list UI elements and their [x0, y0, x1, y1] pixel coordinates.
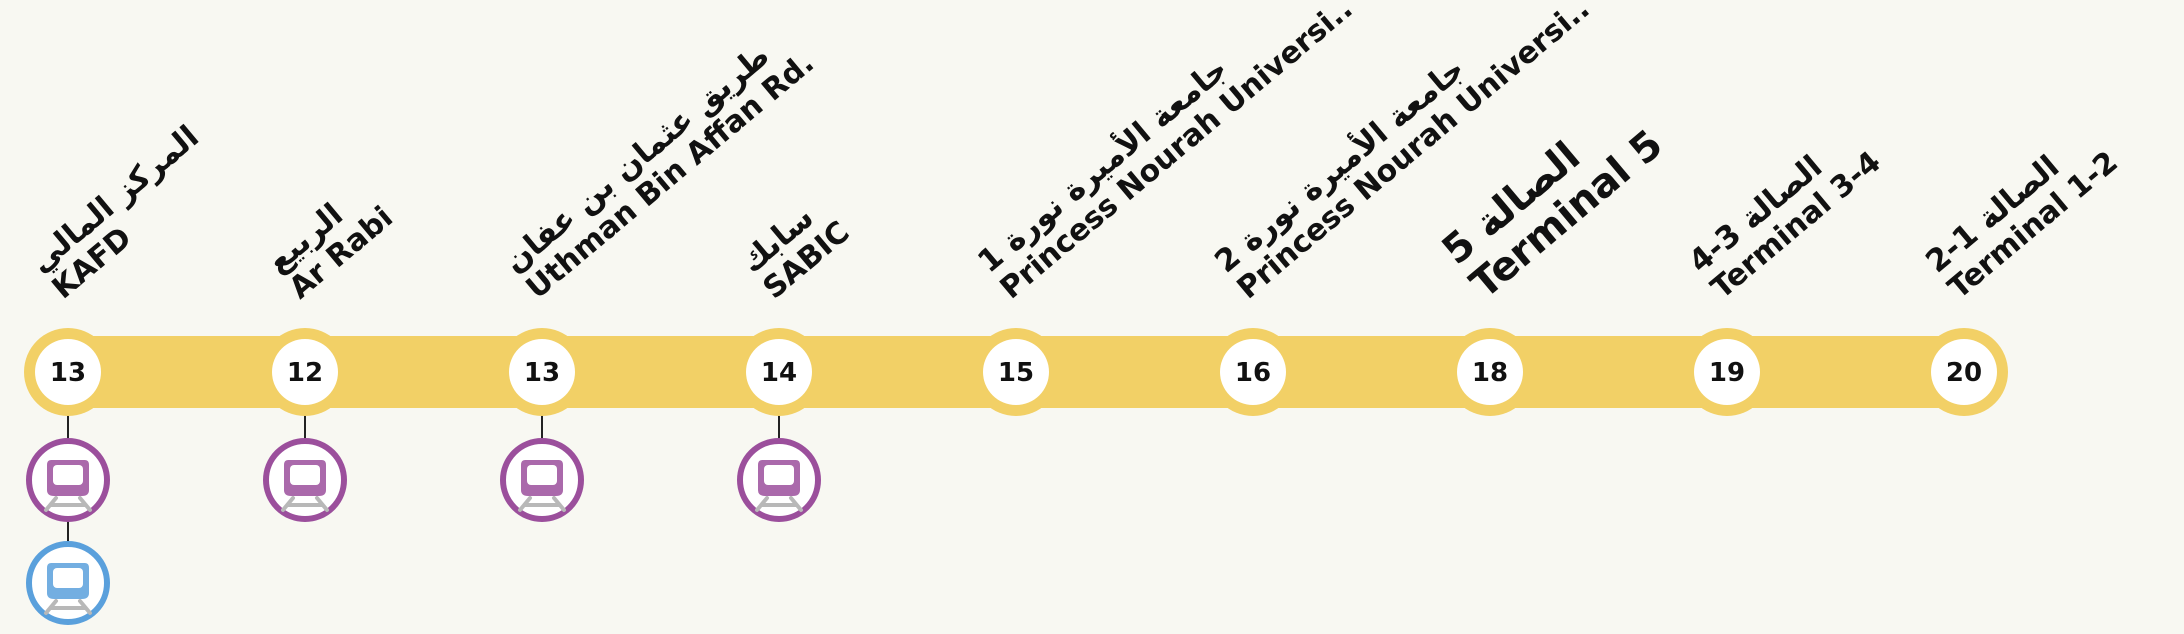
purple-metro-icon[interactable] — [500, 438, 584, 522]
station-node[interactable] — [35, 339, 101, 405]
station-node[interactable] — [272, 339, 338, 405]
station-node[interactable] — [983, 339, 1049, 405]
station-name-ar: جامعة الأميرة نورة 1 — [970, 49, 1235, 280]
minutes-label: 15 — [998, 358, 1034, 388]
station-node[interactable] — [509, 339, 575, 405]
station-node[interactable] — [746, 339, 812, 405]
purple-metro-icon[interactable] — [26, 438, 110, 522]
station-node[interactable] — [1931, 339, 1997, 405]
station-node[interactable] — [1457, 339, 1523, 405]
station-node[interactable] — [1694, 339, 1760, 405]
minutes-label: 12 — [287, 358, 323, 388]
minutes-label: 20 — [1946, 358, 1982, 388]
minutes-label: 14 — [761, 358, 797, 388]
minutes-label: 13 — [524, 358, 560, 388]
blue-metro-icon[interactable] — [26, 541, 110, 625]
purple-metro-icon[interactable] — [263, 438, 347, 522]
minutes-label: 18 — [1472, 358, 1508, 388]
station-node[interactable] — [1220, 339, 1286, 405]
purple-metro-icon[interactable] — [737, 438, 821, 522]
station-name-ar: طريق عثمان بن عفان — [497, 38, 776, 280]
minutes-label: 19 — [1709, 358, 1745, 388]
minutes-label: 16 — [1235, 358, 1271, 388]
minutes-label: 13 — [50, 358, 86, 388]
